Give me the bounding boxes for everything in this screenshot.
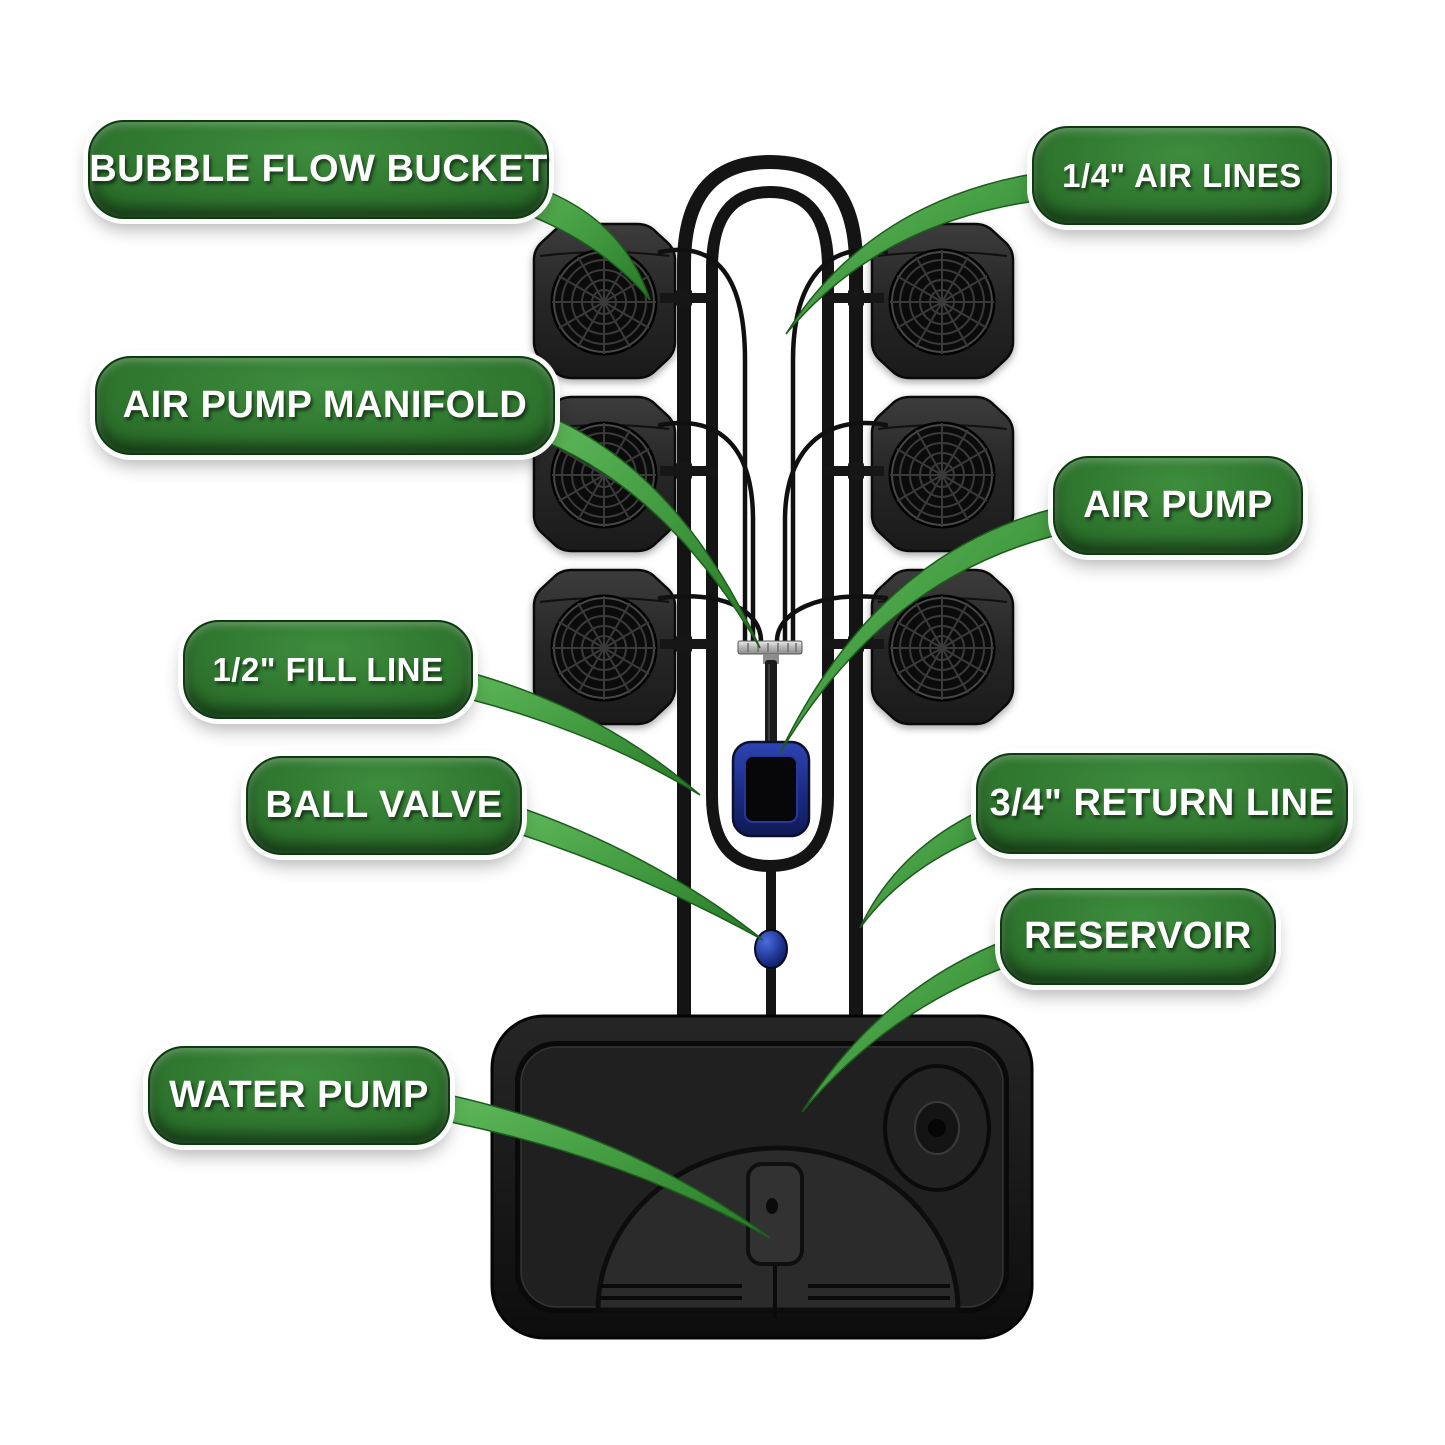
callout-reservoir: [801, 933, 1021, 1113]
label-ball-valve-text: BALL VALVE: [265, 784, 503, 826]
label-air-pump: AIR PUMP: [1053, 456, 1303, 555]
label-bubble-flow-bucket: BUBBLE FLOW BUCKET: [88, 120, 549, 219]
label-fill-line: 1/2" FILL LINE: [183, 620, 473, 719]
label-water-pump: WATER PUMP: [148, 1046, 450, 1145]
dome-vent-lines: [600, 1284, 950, 1300]
water-pump-outlet-hole: [766, 1198, 778, 1214]
air-pump-part: [731, 740, 811, 838]
bubble-flow-bucket-6: [870, 568, 1015, 726]
fill-return-trunk-loop: [677, 154, 863, 1040]
callout-fill-line: [439, 664, 701, 796]
label-air-lines: 1/4" AIR LINES: [1032, 126, 1332, 225]
callout-bubble-flow-bucket: [504, 177, 651, 301]
callout-ribbons: [419, 169, 1071, 1239]
label-reservoir: RESERVOIR: [1000, 888, 1276, 985]
callout-return-line: [859, 800, 1001, 929]
label-air-pump-manifold-text: AIR PUMP MANIFOLD: [122, 384, 528, 426]
label-ball-valve: BALL VALVE: [246, 756, 522, 855]
label-fill-line-text: 1/2" FILL LINE: [212, 650, 444, 688]
reservoir-lid-port: [883, 1064, 991, 1192]
label-return-line: 3/4" RETURN LINE: [976, 753, 1348, 854]
label-bubble-flow-bucket-text: BUBBLE FLOW BUCKET: [89, 148, 548, 190]
inner-tube-loop: [706, 185, 834, 873]
label-air-pump-manifold: AIR PUMP MANIFOLD: [95, 356, 555, 455]
water-pump-part: [746, 1162, 804, 1266]
reservoir-part: [490, 1014, 1034, 1340]
ball-valve-part: [754, 929, 788, 969]
quarter-inch-air-lines: [657, 247, 889, 644]
label-water-pump-text: WATER PUMP: [169, 1074, 429, 1116]
bubble-flow-bucket-4: [870, 395, 1015, 553]
label-air-pump-text: AIR PUMP: [1083, 484, 1273, 526]
bubble-flow-bucket-5: [532, 568, 677, 726]
label-return-line-text: 3/4" RETURN LINE: [989, 782, 1335, 824]
label-reservoir-text: RESERVOIR: [1024, 915, 1252, 957]
callout-water-pump: [419, 1088, 771, 1239]
bubble-flow-bucket-2: [870, 222, 1015, 380]
air-pump-manifold-part: [737, 640, 803, 748]
callout-ball-valve: [494, 797, 764, 941]
manifold-outlet: [763, 654, 779, 664]
label-air-lines-text: 1/4" AIR LINES: [1062, 156, 1302, 194]
plumbing: [657, 154, 889, 1040]
callout-air-pump: [779, 504, 1071, 754]
manifold-stem-tube: [765, 660, 777, 748]
